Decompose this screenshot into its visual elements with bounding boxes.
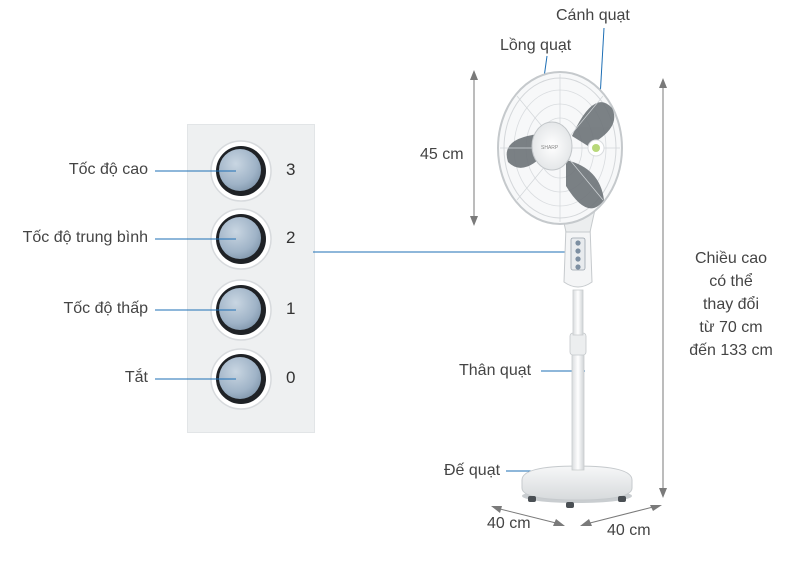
label-head-height: 45 cm — [420, 146, 464, 163]
fan-illustration — [497, 71, 633, 508]
leader-blade — [599, 27, 605, 99]
label-off: Tắt — [124, 369, 148, 386]
pole-upper — [572, 289, 584, 336]
housing-button-strip — [570, 237, 586, 271]
label-speed-high: Tốc độ cao — [68, 161, 148, 178]
pole-clamp — [569, 332, 587, 356]
speed-2-button — [210, 208, 272, 270]
speed-1-button — [210, 279, 272, 341]
base-plate — [521, 465, 633, 501]
height-note-line-5: đến 133 cm — [689, 342, 773, 359]
label-height-note: Chiều cao có thể thay đổi từ 70 cm đến 1… — [676, 247, 786, 362]
pole-lower — [571, 349, 585, 471]
dim-base-width — [585, 505, 658, 525]
label-speed-medium: Tốc độ trung bình — [22, 229, 148, 246]
height-note-line-1: Chiều cao — [694, 250, 768, 267]
dimension-lines — [470, 70, 667, 526]
label-base-depth: 40 cm — [487, 515, 531, 532]
off-button — [210, 348, 272, 410]
brand-logo: SHARP — [541, 145, 559, 151]
label-blade: Cánh quạt — [556, 7, 630, 24]
dim-base-depth — [495, 507, 561, 525]
control-panel-buttons — [210, 140, 272, 410]
number-0: 0 — [286, 368, 296, 387]
number-3: 3 — [286, 160, 296, 179]
label-guard: Lồng quạt — [500, 37, 572, 54]
height-note-line-3: thay đổi — [702, 296, 760, 313]
label-body: Thân quạt — [459, 362, 532, 379]
label-base: Đế quạt — [444, 462, 501, 479]
height-note-line-2: có thể — [709, 273, 753, 290]
label-base-width: 40 cm — [607, 522, 651, 539]
label-speed-low: Tốc độ thấp — [63, 300, 149, 317]
number-2: 2 — [286, 228, 296, 247]
number-1: 1 — [286, 299, 296, 318]
fan-hub — [531, 121, 573, 171]
height-note-line-4: từ 70 cm — [699, 319, 763, 336]
leader-lines — [155, 27, 605, 472]
speed-3-button — [210, 140, 272, 202]
